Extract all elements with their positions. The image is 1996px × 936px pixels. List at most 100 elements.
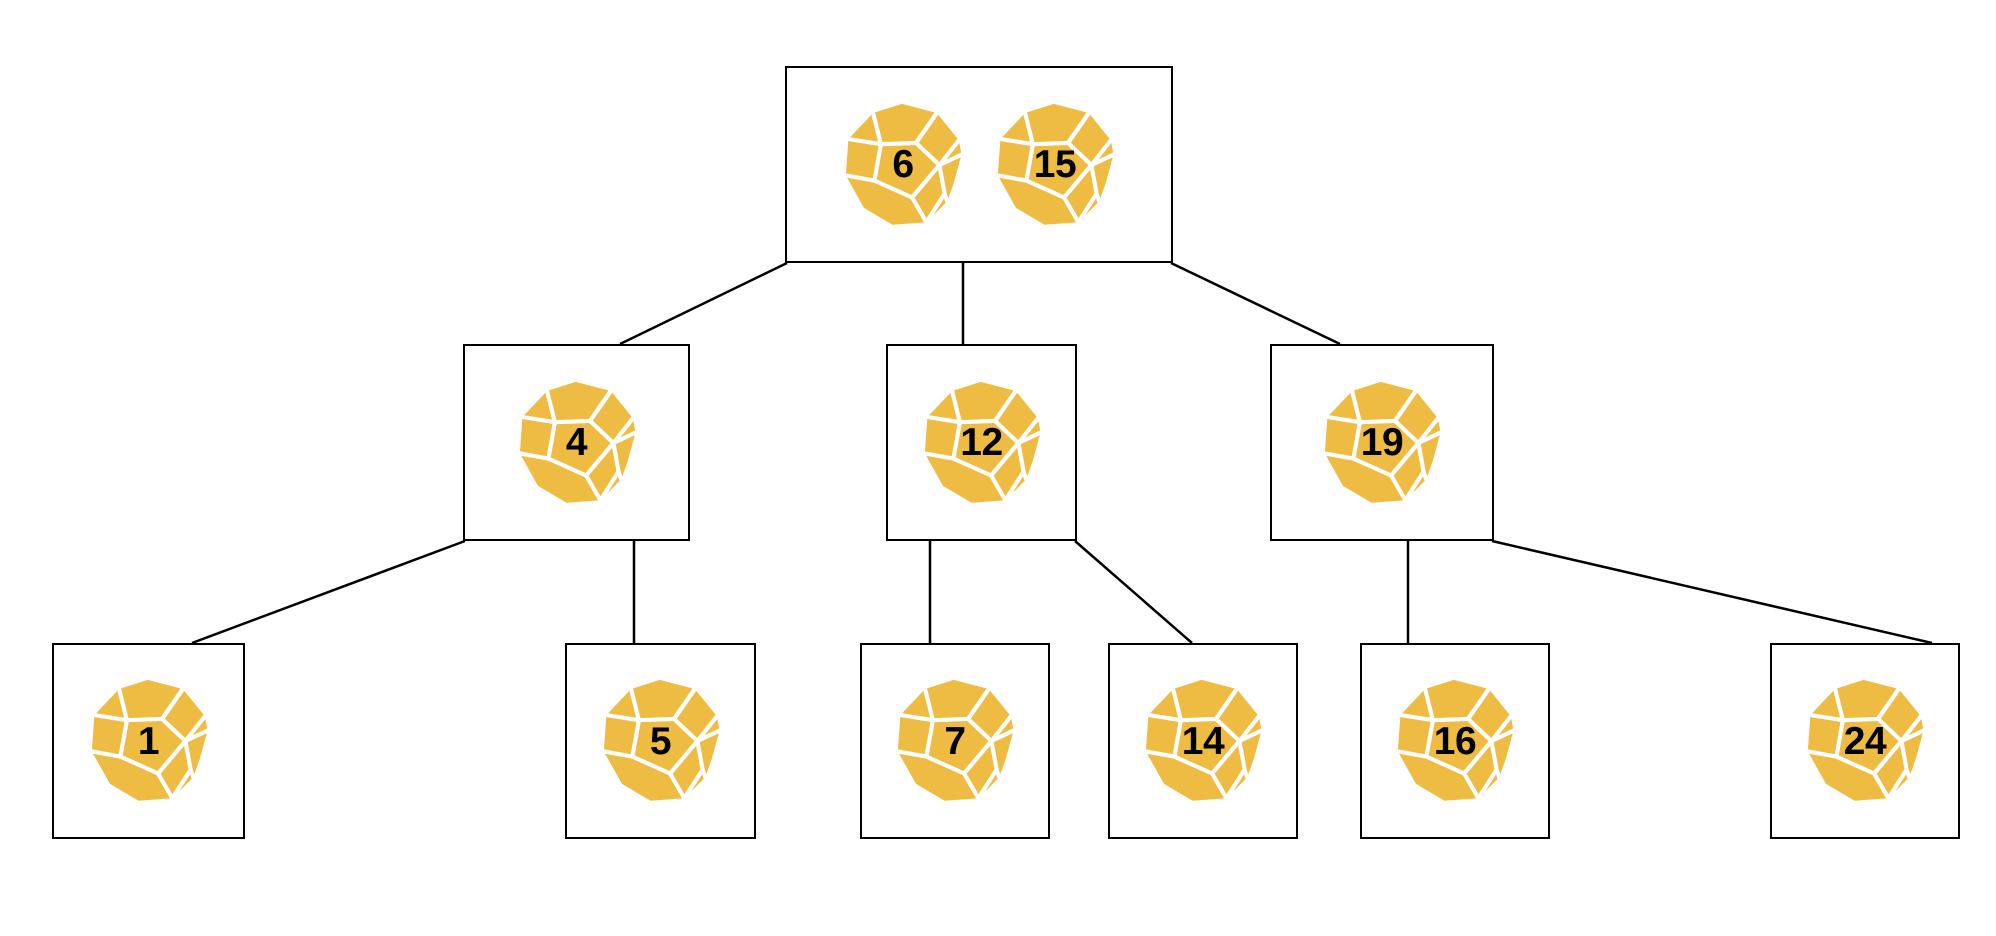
die-facet-seam [1172, 718, 1242, 776]
die-facet-seam [1062, 194, 1081, 224]
die-facet-seam [1322, 450, 1356, 461]
die-facet-seam [597, 469, 621, 502]
die-body [897, 679, 1014, 801]
die-facet-seam [1146, 712, 1183, 723]
die-body [845, 103, 962, 225]
die-facet-seam [998, 136, 1035, 146]
die-facet-seam [992, 388, 1018, 423]
die-facet-seam [989, 728, 1016, 744]
die-facet-seam [629, 718, 699, 776]
die-facet-seam [519, 414, 557, 424]
die-facet-seam [922, 450, 955, 461]
node-24[interactable]: 24 [1770, 643, 1960, 839]
die-facet-seam [895, 749, 929, 759]
die-facet-seam [694, 728, 722, 744]
dodecahedron-outline-icon [895, 679, 1016, 801]
die-facet-seam [1065, 110, 1091, 145]
node-7[interactable]: 7 [860, 643, 1050, 839]
die-value-label: 5 [649, 719, 672, 763]
die-facet-seam [898, 712, 935, 723]
die-facet-seam [1351, 419, 1421, 478]
die-facet-seam [1403, 469, 1426, 502]
edge-12-to-14 [1074, 540, 1193, 644]
edge-4-to-1 [191, 539, 466, 645]
die-facet-seam [601, 749, 634, 759]
die-facet-seam [667, 771, 686, 801]
die-facet-seam [1002, 469, 1026, 502]
die-facet-seam [1213, 686, 1239, 721]
die-facet-seam [1395, 749, 1429, 759]
die-facet-seam [1805, 749, 1839, 759]
die-facet-seam [1089, 152, 1116, 167]
die-facet-seam [1875, 686, 1901, 721]
die-facet-seam [1808, 712, 1845, 723]
node-19[interactable]: 19 [1270, 344, 1494, 541]
die-facet-seam [1416, 430, 1443, 445]
node-12[interactable]: 12 [886, 344, 1077, 541]
dodecahedron-die-icon: 5 [596, 676, 726, 806]
die-facet-seam [910, 194, 929, 224]
die-facet-seam [962, 771, 981, 801]
node-1[interactable]: 1 [52, 643, 245, 839]
die-facet-seam [603, 712, 641, 723]
die-facet-seam [924, 414, 962, 424]
dodecahedron-outline-icon [517, 381, 638, 503]
die-body [519, 381, 635, 503]
node-16[interactable]: 16 [1360, 643, 1550, 839]
die-value-label: 1 [137, 719, 160, 763]
die-facet-seam [1424, 718, 1494, 776]
die-facet-seam [1325, 414, 1362, 424]
die-facet-seam [950, 419, 1020, 478]
die-facet-seam [1834, 718, 1904, 776]
die-facet-seam [681, 767, 705, 801]
die-facet-seam [995, 172, 1029, 183]
die-value-label: 4 [565, 421, 588, 464]
die-value-label: 7 [944, 719, 966, 763]
die-body [997, 103, 1114, 225]
die-facet-seam [1224, 767, 1247, 801]
die-facet-seam [872, 141, 942, 200]
dodecahedron-outline-icon [1143, 679, 1264, 801]
die-facet-seam [169, 767, 193, 801]
edge-19-to-24 [1491, 539, 1933, 645]
node-5[interactable]: 5 [565, 643, 756, 839]
die-facet-seam [965, 686, 991, 721]
die-facet-seam [846, 136, 883, 146]
die-facet-seam [1872, 771, 1891, 801]
die-facet-seam [1465, 686, 1491, 721]
die-facet-seam [517, 450, 550, 461]
dodecahedron-die-icon: 7 [890, 676, 1020, 806]
dodecahedron-outline-icon [995, 103, 1116, 225]
die-facet-seam [843, 172, 877, 183]
die-facet-seam [913, 110, 939, 145]
dodecahedron-outline-icon [843, 103, 964, 225]
die-value-label: 12 [960, 421, 1003, 464]
dodecahedron-die-icon: 4 [512, 378, 642, 508]
die-facet-seam [610, 430, 638, 445]
die-facet-seam [545, 419, 615, 478]
die-facet-seam [159, 686, 185, 721]
die-body [1324, 381, 1441, 503]
die-facet-seam [117, 718, 187, 776]
die-value-label: 14 [1181, 719, 1225, 763]
die-value-label: 19 [1360, 421, 1404, 464]
die-facet-seam [1389, 472, 1408, 502]
die-facet-seam [1024, 141, 1094, 200]
dodecahedron-die-icon: 15 [990, 100, 1120, 230]
die-facet-seam [155, 771, 174, 801]
die-facet-seam [1489, 728, 1516, 744]
edge-root-to-19 [1170, 261, 1341, 346]
dodecahedron-outline-icon [1805, 679, 1926, 801]
node-4[interactable]: 4 [463, 344, 690, 541]
dodecahedron-outline-icon [1395, 679, 1516, 801]
die-body [1397, 679, 1514, 801]
die-facet-seam [976, 767, 999, 801]
dodecahedron-die-icon: 14 [1138, 676, 1268, 806]
node-14[interactable]: 14 [1108, 643, 1298, 839]
dodecahedron-outline-icon [922, 381, 1043, 503]
die-facet-seam [924, 191, 947, 224]
die-facet-seam [1476, 767, 1499, 801]
die-facet-seam [1015, 430, 1043, 445]
die-facet-seam [91, 712, 129, 723]
